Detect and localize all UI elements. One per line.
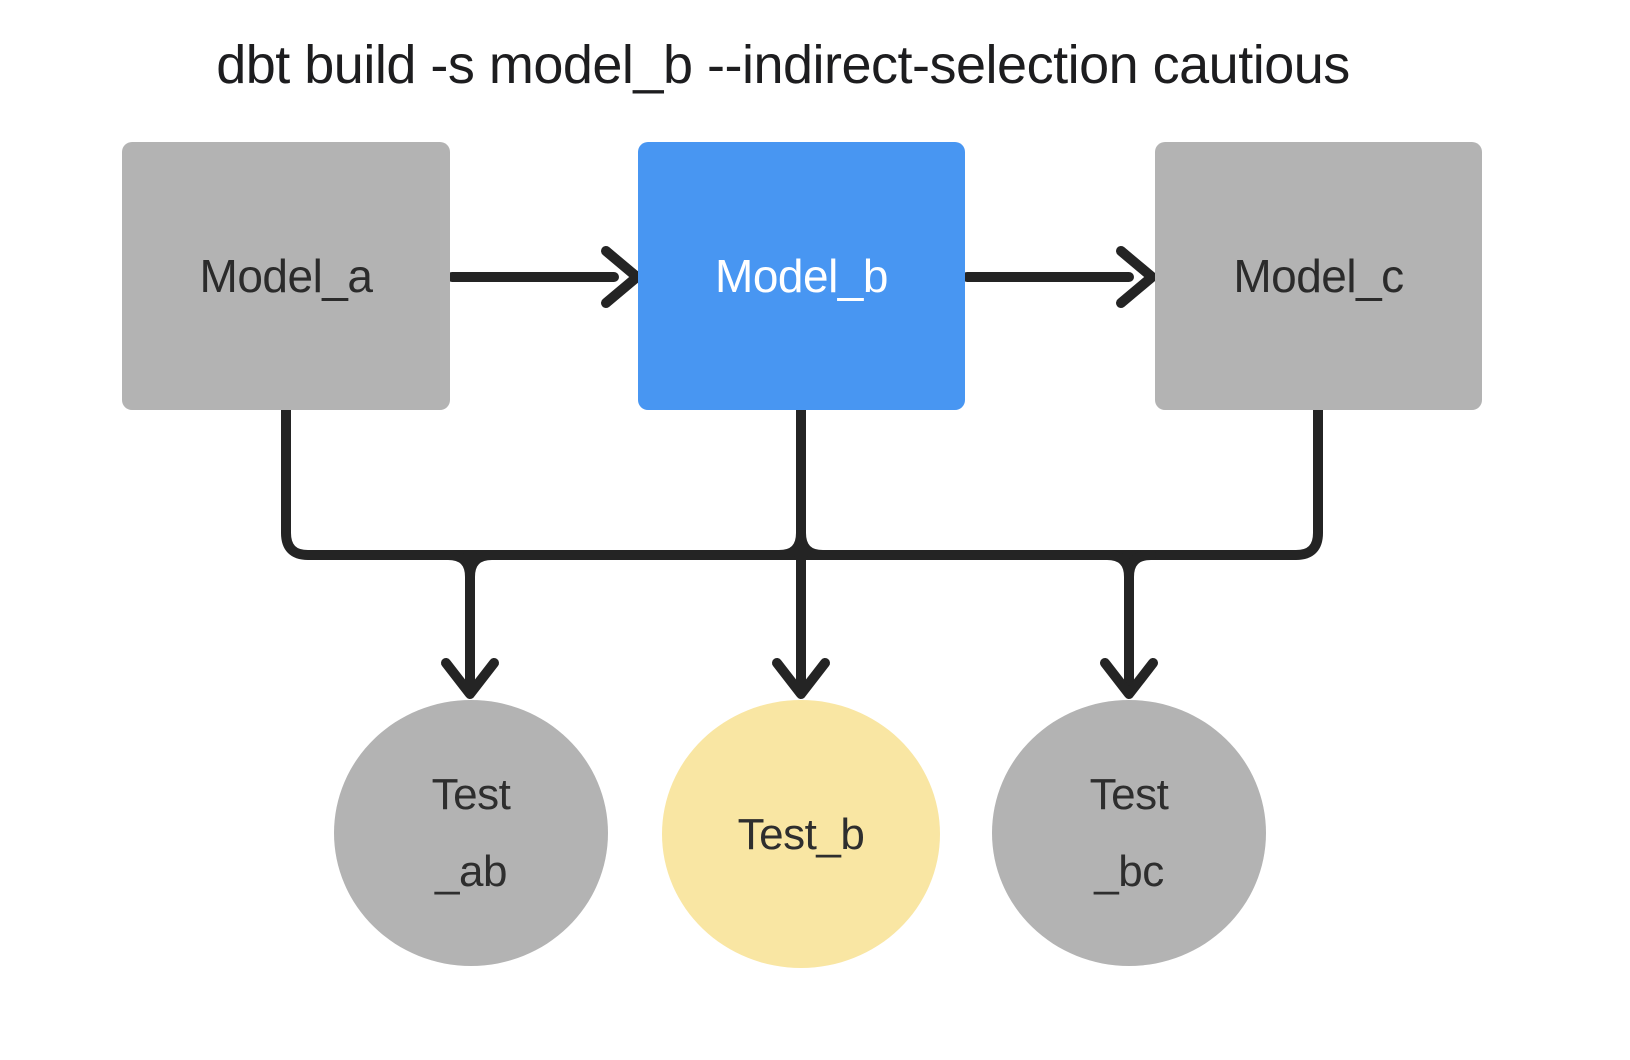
- node-model-b-label: Model_b: [715, 250, 888, 302]
- node-test-bc: Test _bc: [992, 700, 1266, 966]
- diagram-title: dbt build -s model_b --indirect-selectio…: [216, 35, 1350, 95]
- node-test-b: Test_b: [662, 700, 940, 968]
- fillet-model-b-right: [796, 528, 828, 560]
- node-model-c: Model_c: [1155, 142, 1482, 410]
- node-model-a: Model_a: [122, 142, 450, 410]
- node-model-b: Model_b: [638, 142, 965, 410]
- node-test-bc-label-line2: _bc: [1094, 847, 1164, 896]
- node-test-ab-label-line2: _ab: [435, 847, 507, 896]
- arrowhead-into-test-bc: [1100, 658, 1158, 699]
- node-test-bc-label-line1: Test: [1089, 770, 1169, 819]
- arrowhead-into-test-b: [772, 658, 830, 699]
- arrowhead-into-model-c: [1116, 246, 1157, 308]
- arrowhead-into-model-b: [601, 246, 642, 308]
- fillet-test-ab-right: [465, 550, 497, 582]
- node-model-c-label: Model_c: [1233, 250, 1404, 302]
- node-test-ab-label-line1: Test: [431, 770, 511, 819]
- node-test-b-label: Test_b: [737, 809, 865, 859]
- node-model-a-label: Model_a: [199, 250, 373, 302]
- node-test-ab: Test _ab: [334, 700, 608, 966]
- arrowhead-into-test-ab: [441, 658, 499, 699]
- fillet-test-bc-right: [1124, 550, 1156, 582]
